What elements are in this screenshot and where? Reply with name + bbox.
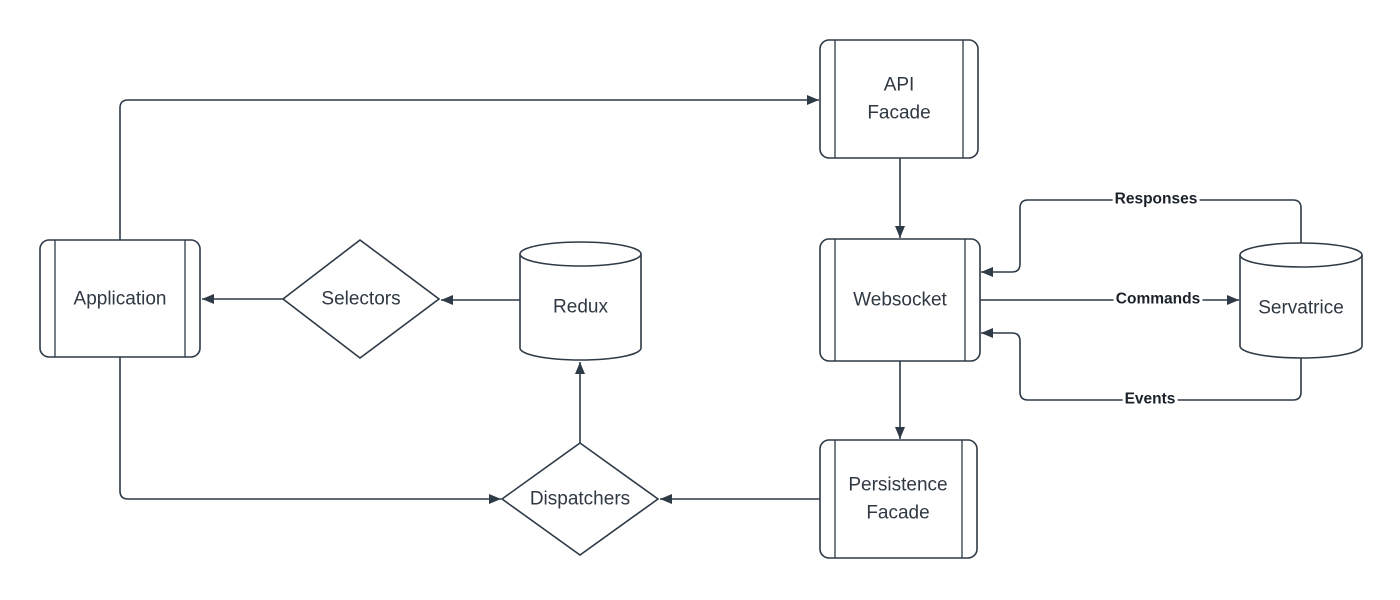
node-websocket: Websocket [819,238,981,362]
node-persistence-facade-label-line1: Persistence [848,475,947,496]
node-persistence-facade: Persistence Facade [819,439,978,559]
node-selectors: Selectors [281,238,441,360]
edge-application-to-api-facade [119,95,819,240]
node-dispatchers-label: Dispatchers [530,489,630,510]
node-websocket-label: Websocket [853,290,947,311]
node-api-facade: API Facade [819,39,979,159]
node-application: Application [39,239,201,358]
nodes-layer: Application Selectors Redux API Facade W… [39,39,1363,559]
edges-layer: Responses Commands Events [119,95,1302,504]
edge-label-events: Events [1125,391,1176,408]
edge-servatrice-to-websocket-responses [981,199,1302,277]
node-redux-label: Redux [553,297,608,318]
edge-label-responses: Responses [1115,191,1198,208]
node-redux: Redux [519,241,642,361]
node-persistence-facade-label-line2: Facade [866,503,929,524]
edge-application-to-dispatchers [119,357,501,504]
node-servatrice-label: Servatrice [1258,298,1344,319]
node-api-facade-label-line1: API [884,75,915,96]
node-dispatchers: Dispatchers [500,442,660,556]
edge-servatrice-to-websocket-events [981,328,1302,401]
node-servatrice: Servatrice [1239,242,1363,359]
node-selectors-label: Selectors [321,289,400,310]
node-api-facade-label-line2: Facade [867,103,930,124]
edge-label-commands: Commands [1116,291,1200,308]
node-application-label: Application [74,289,167,310]
